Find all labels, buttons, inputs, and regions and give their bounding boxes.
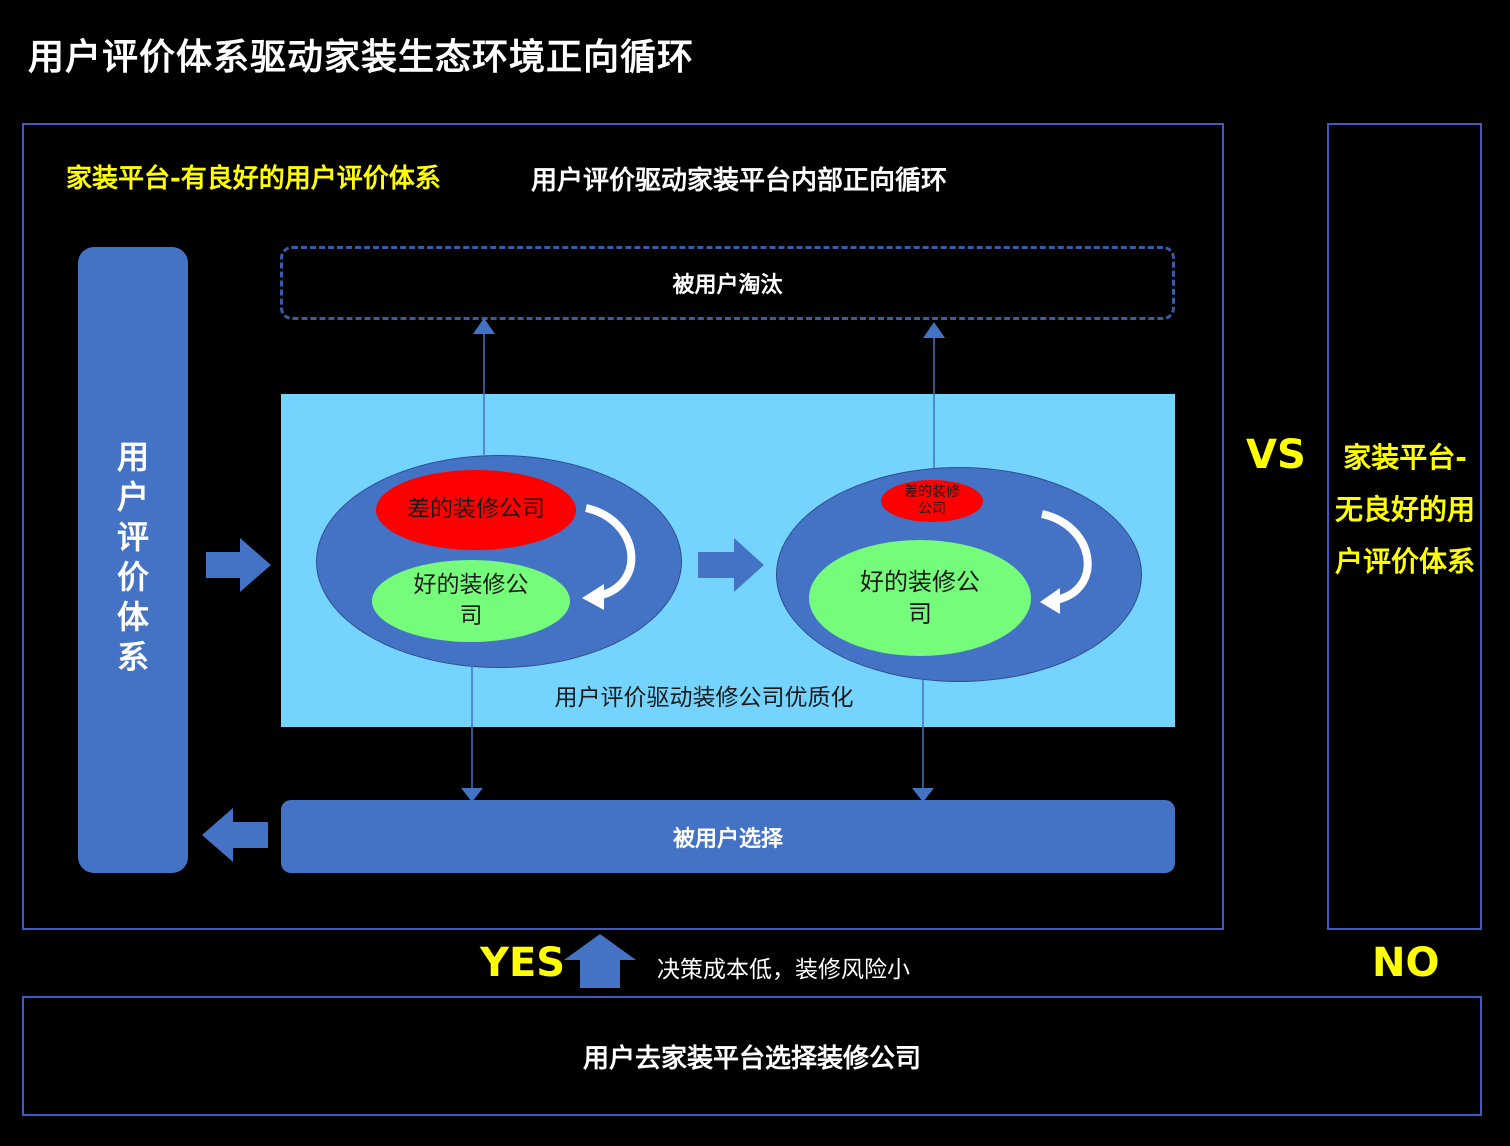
bottom-box: 用户去家装平台选择装修公司 xyxy=(22,996,1482,1116)
left-section-frame xyxy=(22,123,1224,930)
eliminated-box: 被用户淘汰 xyxy=(280,246,1175,320)
bottom-label: 用户去家装平台选择装修公司 xyxy=(582,1043,921,1074)
right-section-frame xyxy=(1327,123,1482,930)
bad-company-left: 差的装修公司 xyxy=(376,470,576,550)
no-label: NO xyxy=(1372,940,1440,986)
panel-caption: 用户评价驱动装修公司优质化 xyxy=(554,685,854,711)
bad-company-right: 差的装修公司 xyxy=(881,480,983,522)
yes-label: YES xyxy=(480,940,566,986)
arrow-left-to-sidebar xyxy=(202,808,268,862)
right-section-label: 家装平台-无良好的用户评价体系 xyxy=(1334,441,1475,578)
curved-arrow-right xyxy=(1040,510,1092,614)
bad-company-left-label: 差的装修公司 xyxy=(407,496,545,523)
vs-label: VS xyxy=(1246,432,1306,478)
selected-label: 被用户选择 xyxy=(672,826,783,852)
arrow-up-right-connector xyxy=(923,322,945,468)
arrow-down-left-connector xyxy=(461,664,483,802)
bad-company-right-label: 差的装修公司 xyxy=(904,484,960,517)
page-title: 用户评价体系驱动家装生态环境正向循环 xyxy=(28,37,695,78)
curved-arrow-left xyxy=(582,504,636,610)
selected-box: 被用户选择 xyxy=(281,800,1175,873)
sidebar-label: 用户评价体系 xyxy=(116,438,149,676)
arrow-down-right-connector xyxy=(912,680,934,802)
arrow-right-between-cycles xyxy=(698,538,764,592)
good-company-left-label: 好的装修公司 xyxy=(413,571,529,629)
good-company-right-label: 好的装修公司 xyxy=(860,567,980,628)
left-subtitle-yellow: 家装平台-有良好的用户评价体系 xyxy=(66,164,441,194)
good-company-right: 好的装修公司 xyxy=(809,540,1031,656)
user-review-system-bar: 用户评价体系 xyxy=(78,247,188,873)
yes-up-arrow xyxy=(564,934,636,988)
eliminated-label: 被用户淘汰 xyxy=(672,273,783,298)
arrow-up-left-connector xyxy=(473,318,495,455)
good-company-left: 好的装修公司 xyxy=(372,560,570,642)
left-subtitle-white: 用户评价驱动家装平台内部正向循环 xyxy=(531,166,948,196)
decision-text: 决策成本低，装修风险小 xyxy=(657,957,910,983)
arrow-right-into-panel xyxy=(206,538,271,592)
